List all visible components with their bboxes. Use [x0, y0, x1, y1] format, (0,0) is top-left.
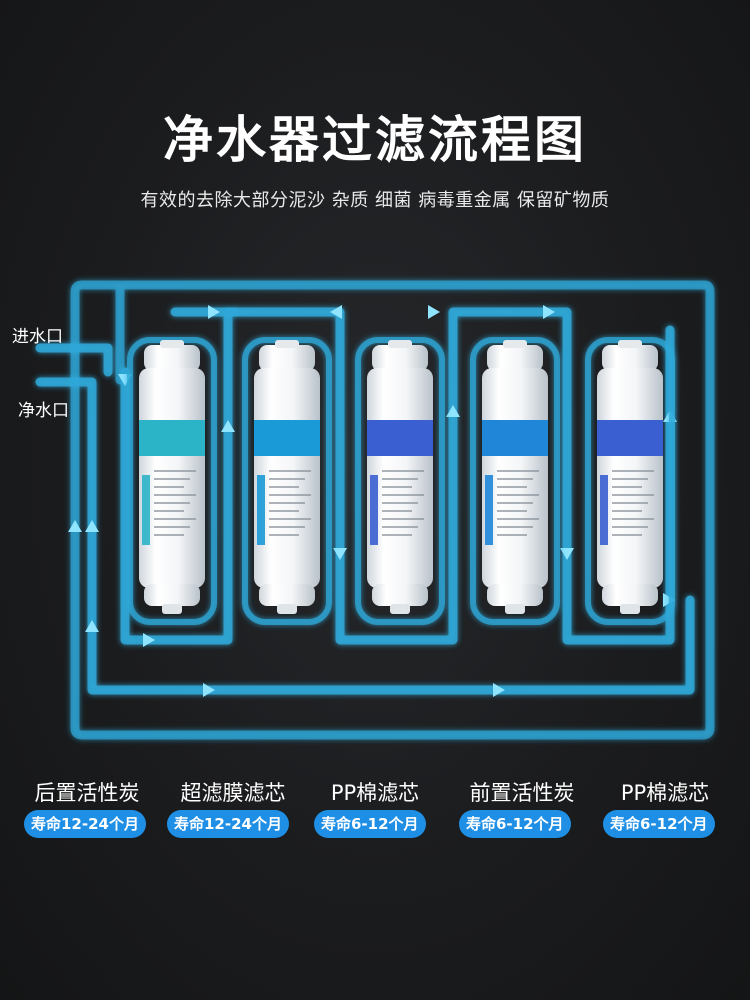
- flow-arrow: [208, 305, 220, 319]
- filter-cartridge: [470, 337, 560, 625]
- flow-arrow: [85, 520, 99, 532]
- stage-name: PP棉滤芯: [330, 781, 420, 805]
- page-subtitle: 有效的去除大部分泥沙 杂质 细菌 病毒重金属 保留矿物质: [140, 190, 610, 211]
- flow-arrow: [543, 305, 555, 319]
- filter-cartridge: [585, 337, 675, 625]
- stage-name: 后置活性炭: [34, 781, 140, 805]
- filter-cartridge: [242, 337, 332, 625]
- inlet-label: 进水口: [12, 327, 63, 347]
- water-pipes: [35, 280, 715, 740]
- flow-arrow: [560, 548, 574, 560]
- stage-name: 前置活性炭: [469, 781, 575, 805]
- filter-cartridge: [355, 337, 445, 625]
- flow-arrow: [143, 633, 155, 647]
- cartridge-label-band: [367, 420, 433, 456]
- lifespan-badge: 寿命12-24个月: [167, 810, 289, 838]
- lifespan-badge: 寿命6-12个月: [603, 810, 715, 838]
- cartridge-label-band: [482, 420, 548, 456]
- flow-arrow: [85, 620, 99, 632]
- flow-arrow: [68, 520, 82, 532]
- flow-arrow: [221, 420, 235, 432]
- flow-arrow: [203, 683, 215, 697]
- cartridge-label-band: [254, 420, 320, 456]
- page-title: 净水器过滤流程图: [163, 111, 587, 169]
- flow-arrow: [428, 305, 440, 319]
- flow-arrow: [333, 548, 347, 560]
- stage-name: PP棉滤芯: [620, 781, 710, 805]
- stage-name: 超滤膜滤芯: [180, 781, 286, 805]
- lifespan-badge: 寿命12-24个月: [24, 810, 146, 838]
- outlet-label: 净水口: [18, 401, 69, 421]
- flow-arrow: [446, 405, 460, 417]
- cartridge-label-band: [139, 420, 205, 456]
- cartridge-label-band: [597, 420, 663, 456]
- flow-arrow: [493, 683, 505, 697]
- filter-cartridge: [127, 337, 217, 625]
- flow-arrow: [330, 305, 342, 319]
- lifespan-badge: 寿命6-12个月: [459, 810, 571, 838]
- lifespan-badge: 寿命6-12个月: [314, 810, 426, 838]
